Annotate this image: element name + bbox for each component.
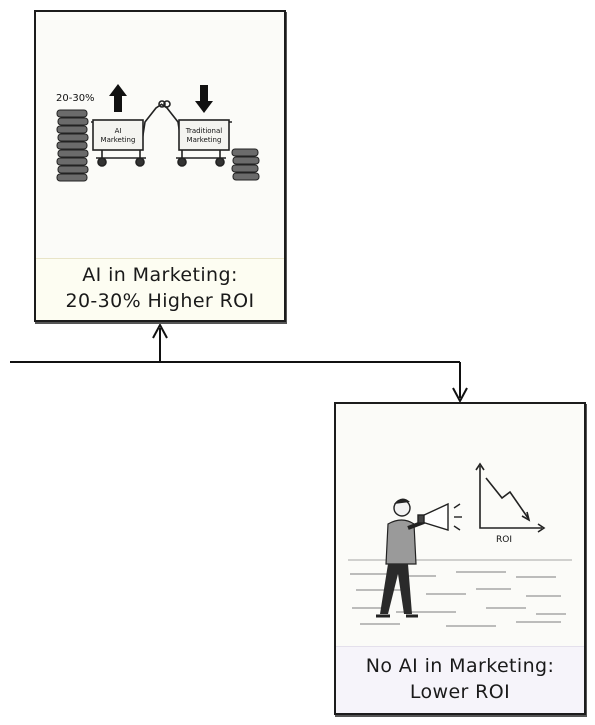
roi-chart-label: ROI <box>496 535 512 545</box>
caption-line-2: Lower ROI <box>409 680 511 703</box>
traditional-marketing-cart-icon <box>160 100 232 167</box>
coin-stack-right-icon <box>231 148 260 181</box>
caption-line-1: No AI in Marketing: <box>365 654 555 677</box>
cart-left-label-line1: AI <box>115 127 122 135</box>
arrowhead-down-icon <box>452 387 468 404</box>
no-ai-marketing-caption: No AI in Marketing: Lower ROI <box>336 644 584 713</box>
ground-texture <box>348 559 572 627</box>
cart-right-label-line1: Traditional <box>185 127 223 135</box>
man-with-megaphone-icon <box>376 498 425 618</box>
megaphone-icon <box>417 502 462 531</box>
ai-marketing-cart-icon <box>91 100 166 167</box>
ai-marketing-caption: AI in Marketing: 20-30% Higher ROI <box>36 256 284 320</box>
arrow-down-icon <box>195 85 213 113</box>
caption-line-1: AI in Marketing: <box>82 264 238 286</box>
ai-vs-traditional-illustration: 20-30% AI Marketing <box>36 12 284 259</box>
cart-left-label-line2: Marketing <box>101 136 136 144</box>
ai-marketing-card: 20-30% AI Marketing <box>34 10 286 322</box>
percent-label: 20-30% <box>56 93 95 104</box>
no-ai-marketing-card: ROI No AI in Marketing: Lower ROI <box>334 402 586 715</box>
caption-line-2: 20-30% Higher ROI <box>65 290 255 312</box>
arrowhead-up-icon <box>152 322 168 339</box>
coin-stack-left-icon <box>56 109 89 182</box>
megaphone-man-illustration: ROI <box>336 404 584 647</box>
declining-roi-chart-icon <box>475 462 546 533</box>
arrow-up-icon <box>109 84 127 112</box>
cart-right-label-line2: Marketing <box>187 136 222 144</box>
